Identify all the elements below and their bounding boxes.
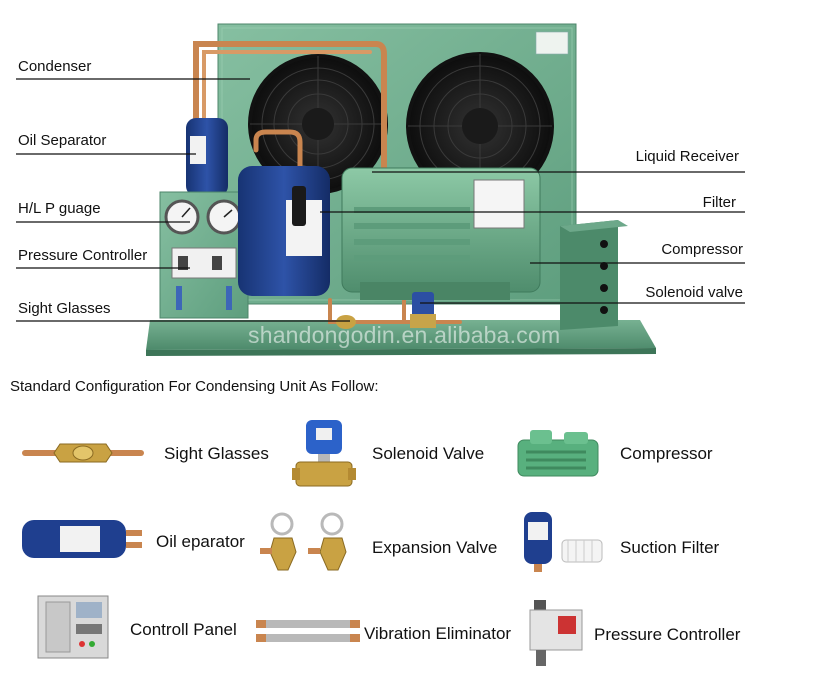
compressor — [341, 167, 541, 300]
suction-filter-icon — [524, 512, 603, 572]
label-compressor: Compressor — [661, 241, 743, 258]
vibration-eliminator-icon — [256, 620, 360, 642]
config-item-suction-filter: Suction Filter — [620, 538, 720, 557]
control-panel-icon — [37, 595, 109, 659]
label-condenser: Condenser — [18, 58, 92, 75]
config-item-oil-separator: Oil eparator — [156, 532, 245, 551]
config-item-sight-glasses: Sight Glasses — [164, 444, 269, 463]
base-skid — [146, 320, 656, 356]
solenoid-valve-unit — [336, 292, 436, 329]
compressor-icon — [517, 430, 599, 477]
leader-lines — [16, 78, 745, 322]
label-solenoid-valve: Solenoid valve — [645, 284, 743, 301]
control-box — [560, 220, 628, 330]
liquid-receiver — [238, 166, 330, 296]
config-item-control-panel: Controll Panel — [130, 620, 237, 639]
config-item-pressure-controller: Pressure Controller — [594, 625, 741, 644]
condensing-unit-photo — [16, 23, 745, 356]
oil-separator-icon — [22, 520, 142, 558]
label-sight-glasses: Sight Glasses — [18, 300, 111, 317]
oil-separator — [186, 118, 228, 196]
fan-right — [406, 52, 554, 200]
expansion-valve-icon — [260, 512, 347, 571]
label-filter: Filter — [702, 194, 736, 211]
watermark: shandongodin.en.alibaba.com — [248, 322, 561, 348]
label-oil-separator: Oil Separator — [18, 132, 107, 149]
pressure-controller-icon — [529, 600, 583, 666]
label-pressure-controller: Pressure Controller — [18, 247, 148, 264]
sight-glass-icon — [22, 443, 144, 463]
solenoid-valve-icon — [292, 420, 356, 487]
label-hl-pressure-gauge: H/L P guage — [18, 200, 101, 217]
label-liquid-receiver: Liquid Receiver — [635, 148, 739, 165]
config-title: Standard Configuration For Condensing Un… — [10, 378, 379, 395]
config-item-expansion-valve: Expansion Valve — [372, 538, 498, 557]
gauge-panel — [159, 191, 249, 319]
config-item-compressor: Compressor — [620, 444, 713, 463]
config-item-vibration-eliminator: Vibration Eliminator — [364, 624, 512, 643]
config-item-solenoid-valve: Solenoid Valve — [372, 444, 485, 463]
